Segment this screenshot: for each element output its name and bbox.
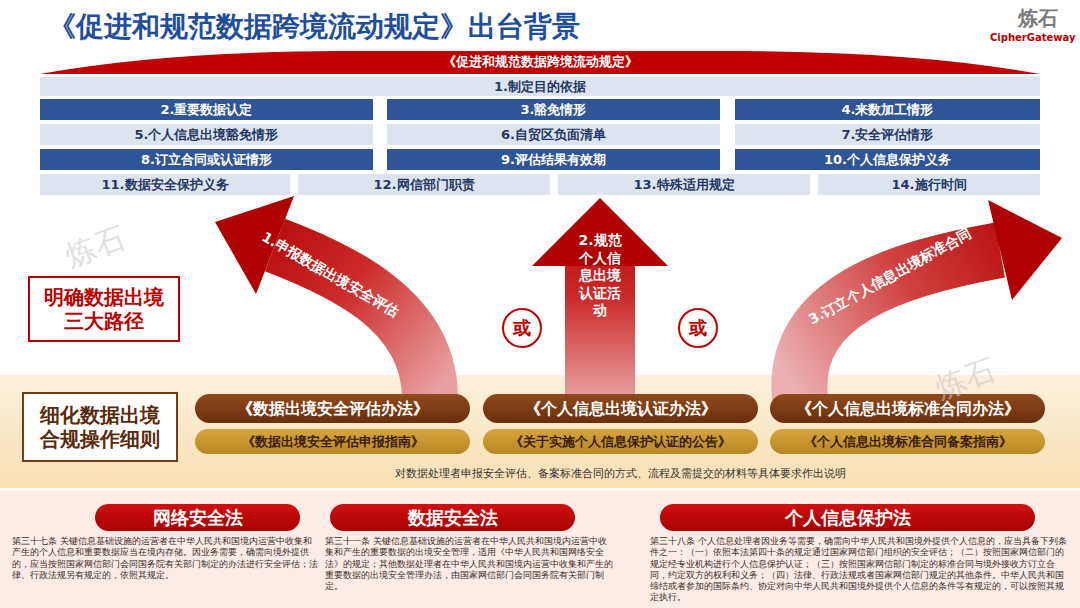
label-box: 明确数据出境三大路径 (28, 276, 180, 342)
label-box: 9.评估结果有效期 (387, 149, 720, 170)
guideline-band (0, 375, 1080, 488)
label-box: 《数据出境安全评估申报指南》 (195, 429, 470, 454)
node-text: 3.豁免情形 (521, 102, 587, 118)
node-text: 8.订立合同或认证情形 (141, 152, 272, 168)
node-text: 《个人信息出境认证办法》 (525, 399, 717, 418)
node-text: 12.网信部门职责 (373, 177, 474, 193)
label-box: 1.制定目的依据 (40, 77, 1040, 96)
label-box: 《个人信息出境认证办法》 (483, 394, 758, 423)
label-box: 《个人信息出境标准合同办法》 (770, 394, 1045, 423)
node-text: 14.施行时间 (891, 177, 966, 193)
label-box: 细化数据出境合规操作细则 (22, 392, 178, 462)
label-box: 10.个人信息保护义务 (735, 149, 1040, 170)
or-circle: 或 (678, 308, 718, 348)
law-article: 第三十一条 关键信息基础设施的运营者在中华人民共和国境内运营中收集和产生的重要数… (325, 536, 615, 592)
label-box: 12.网信部门职责 (298, 174, 550, 195)
node-text: 《数据出境安全评估申报指南》 (242, 434, 424, 450)
label-box: 《数据出境安全评估办法》 (195, 394, 470, 423)
node-text: 2.重要数据认定 (161, 102, 253, 118)
node-text: 6.自贸区负面清单 (501, 127, 606, 143)
label-box: 8.订立合同或认证情形 (40, 149, 373, 170)
label-box: 数据安全法 (330, 504, 575, 531)
label-box: 《个人信息出境标准合同备案指南》 (770, 429, 1045, 454)
law-article: 第三十八条 个人信息处理者因业务等需要，确需向中华人民共和国境外提供个人信息的，… (650, 536, 1068, 604)
node-text: 网络安全法 (153, 507, 243, 529)
title-banner: 《促进和规范数据跨境流动规定》 (40, 50, 1040, 74)
label-box: 13.特殊适用规定 (558, 174, 810, 195)
node-text: 13.特殊适用规定 (633, 177, 734, 193)
note-text: 对数据处理者申报安全评估、备案标准合同的方式、流程及需提交的材料等具体要求作出说… (300, 467, 940, 481)
node-text: 1.制定目的依据 (494, 79, 586, 95)
node-text: 或 (513, 317, 531, 339)
node-text: 5.个人信息出境豁免情形 (135, 127, 279, 143)
node-text: 4.来数加工情形 (842, 102, 934, 118)
node-text: 《个人信息出境标准合同备案指南》 (804, 434, 1012, 450)
node-text: 7.安全评估情形 (842, 127, 934, 143)
label-box: 6.自贸区负面清单 (387, 124, 720, 145)
node-text: 细化数据出境合规操作细则 (32, 403, 168, 451)
or-circle: 或 (502, 308, 542, 348)
path-arrow-body (275, 245, 430, 398)
node-text: 11.数据安全保护义务 (101, 177, 228, 193)
page-title: 《促进和规范数据跨境流动规定》出台背景 (48, 8, 580, 46)
node-text: 10.个人信息保护义务 (824, 152, 951, 168)
label-box: 5.个人信息出境豁免情形 (40, 124, 373, 145)
label-box: 个人信息保护法 (660, 504, 1035, 531)
node-text: 《关于实施个人信息保护认证的公告》 (510, 434, 731, 450)
path-arrow-head (988, 200, 1062, 300)
node-text: 数据安全法 (408, 507, 498, 529)
logo-subtext: CipherGateway (990, 32, 1074, 45)
node-text: 《数据出境安全评估办法》 (237, 399, 429, 418)
logo-text: 炼石 (1006, 6, 1070, 31)
node-text: 《促进和规范数据跨境流动规定》 (443, 54, 638, 70)
node-text: 或 (689, 317, 707, 339)
label-box: 11.数据安全保护义务 (40, 174, 290, 195)
node-text: 个人信息保护法 (785, 507, 911, 529)
label-box: 网络安全法 (95, 504, 300, 531)
label-box: 《关于实施个人信息保护认证的公告》 (483, 429, 758, 454)
path-label: 1.申报数据出境安全评估 (243, 220, 416, 330)
label-box: 3.豁免情形 (387, 99, 720, 120)
node-text: 《个人信息出境标准合同办法》 (796, 399, 1020, 418)
label-box: 2.重要数据认定 (40, 99, 373, 120)
label-box: 14.施行时间 (818, 174, 1040, 195)
path-label: 3.订立个人信息出境标准合同 (790, 216, 991, 338)
node-text: 明确数据出境三大路径 (38, 285, 170, 333)
law-article: 第三十七条 关键信息基础设施的运营者在中华人民共和国境内运营中收集和产生的个人信… (12, 536, 318, 581)
law-band (0, 490, 1080, 608)
watermark: 炼石 (56, 217, 135, 276)
path-label: 2.规范个人信息出境认证活动 (577, 232, 623, 320)
node-text: 9.评估结果有效期 (501, 152, 606, 168)
label-box: 7.安全评估情形 (735, 124, 1040, 145)
label-box: 4.来数加工情形 (735, 99, 1040, 120)
